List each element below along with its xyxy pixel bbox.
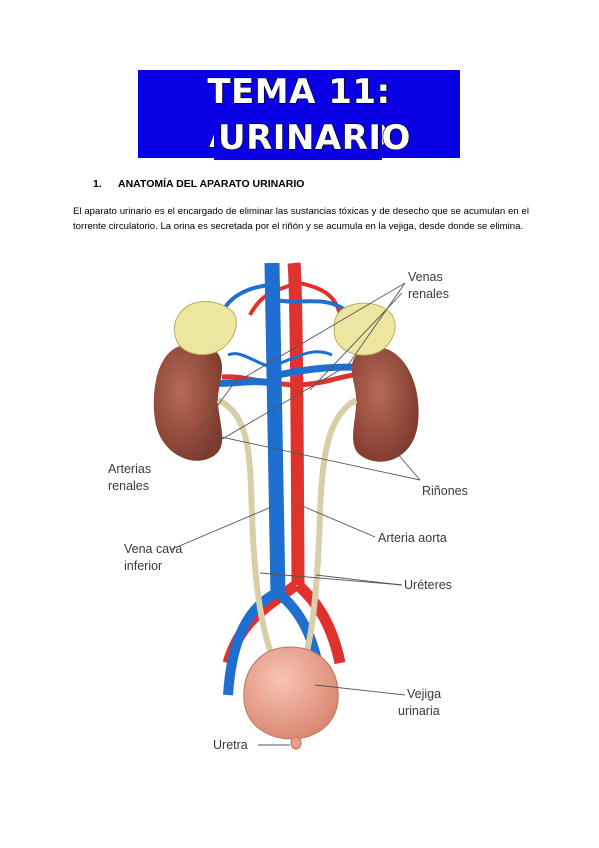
label-arteria-aorta: Arteria aorta: [378, 531, 447, 545]
label-vena-cava-1: Vena cava: [124, 542, 182, 556]
label-uretra: Uretra: [213, 738, 248, 752]
label-vejiga-2: urinaria: [398, 704, 440, 718]
iliac-vein-left: [223, 588, 279, 696]
urethra: [290, 736, 302, 750]
vena-cava-trunk: [264, 262, 286, 594]
label-vejiga-1: Vejiga: [407, 687, 441, 701]
urinary-system-diagram: Venas renales Arterias renales Riñones V…: [108, 262, 468, 752]
label-venas-renales-1: Venas: [408, 270, 443, 284]
section-heading-text: ANATOMÍA DEL APARATO URINARIO: [118, 178, 305, 190]
section-number: 1.: [93, 178, 102, 190]
label-ureteres: Uréteres: [404, 578, 452, 592]
leader-lines: [169, 282, 421, 746]
renal-vein-left: [211, 378, 273, 387]
label-venas-renales-2: renales: [408, 287, 449, 301]
label-rinones: Riñones: [422, 484, 468, 498]
bladder: [243, 646, 339, 740]
kidney-left: [153, 344, 223, 461]
kidney-right: [351, 347, 419, 462]
label-arterias-renales-2: renales: [108, 479, 149, 493]
section-heading: 1. ANATOMÍA DEL APARATO URINARIO: [93, 178, 304, 190]
iliac-artery-right: [294, 580, 346, 665]
label-vena-cava-2: inferior: [124, 559, 162, 573]
label-arterias-renales-1: Arterias: [108, 462, 151, 476]
section-paragraph: El aparato urinario es el encargado de e…: [73, 206, 529, 232]
title-line-2: URINARIO: [214, 116, 411, 160]
ureter-right: [303, 397, 358, 656]
adrenal-left: [173, 301, 237, 355]
aorta-trunk: [287, 262, 305, 586]
